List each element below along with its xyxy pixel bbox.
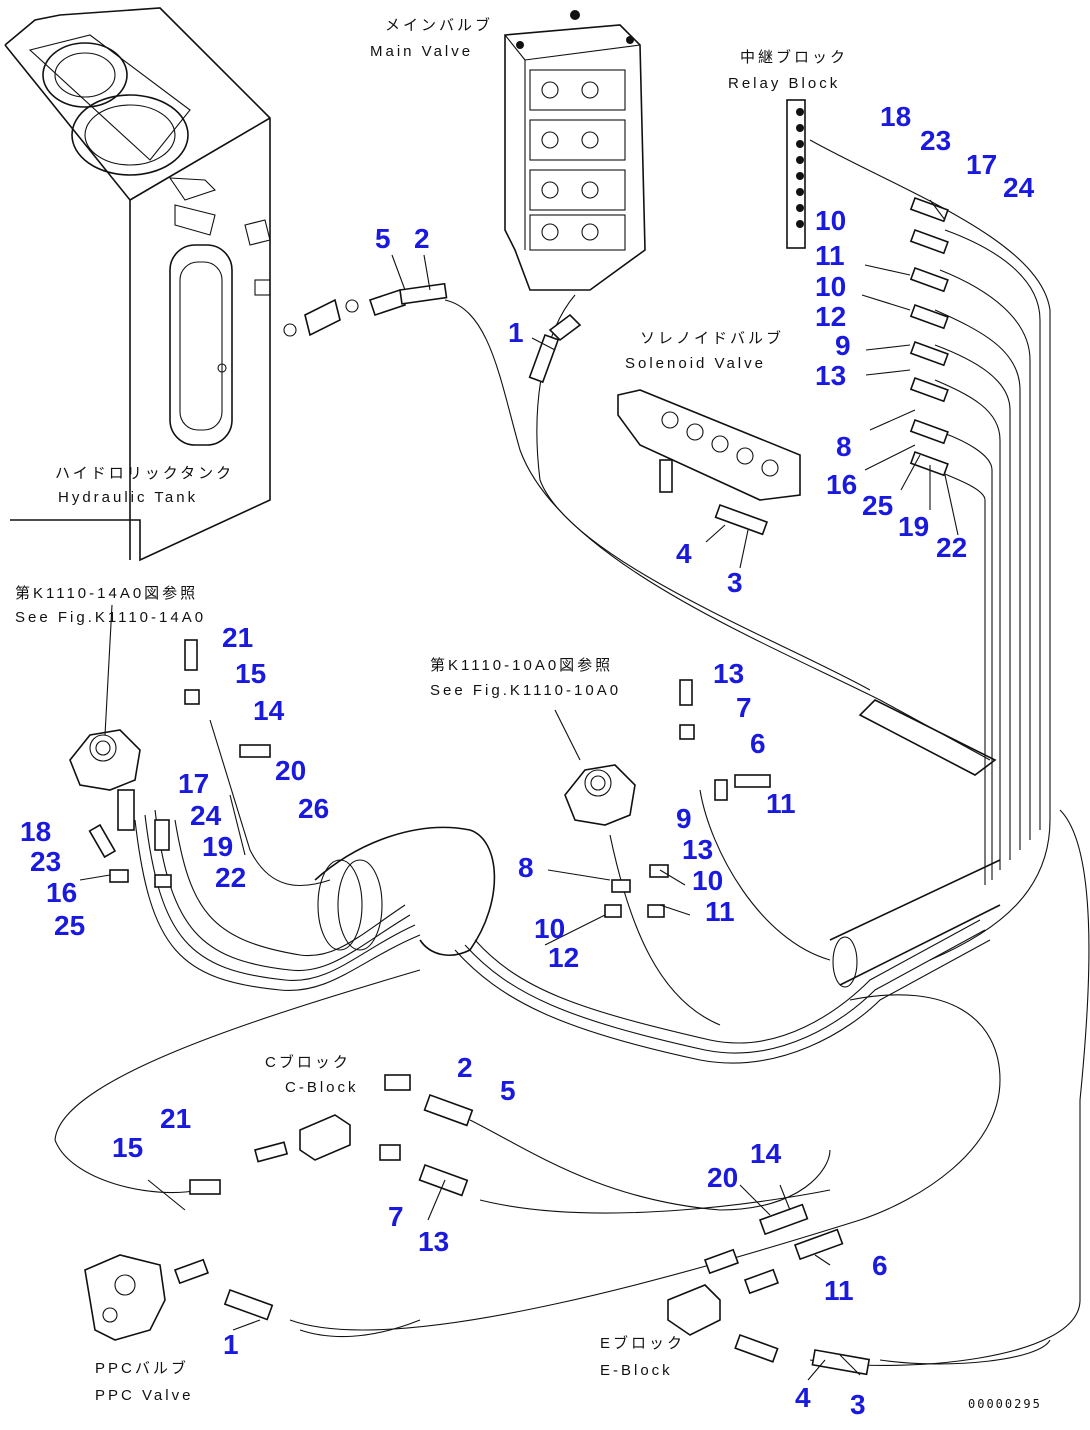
callout-16-a: 16 [826, 469, 857, 500]
callout-5-b: 5 [500, 1075, 516, 1106]
c-block-label-en: C-Block [285, 1079, 359, 1096]
callout-6-b: 6 [872, 1250, 888, 1281]
callout-24-a: 24 [1003, 172, 1035, 203]
callout-8-b: 8 [518, 852, 534, 883]
part-callouts: 5 2 1 18 23 17 24 10 11 10 12 9 13 8 16 … [20, 101, 1035, 1420]
callout-12-b: 12 [548, 942, 579, 973]
callout-19-b: 19 [202, 831, 233, 862]
callout-3-a: 3 [727, 567, 743, 598]
callout-11-d: 11 [824, 1275, 854, 1306]
main-valve-label-en: Main Valve [370, 43, 473, 60]
ppc-valve-label-jp: PPCバルブ [95, 1359, 189, 1377]
fittings [88, 196, 949, 1376]
ppc-valve-label-en: PPC Valve [95, 1387, 193, 1404]
callout-4-a: 4 [676, 538, 692, 569]
solenoid-valve-label-en: Solenoid Valve [625, 355, 766, 372]
see-fig-center-en: See Fig.K1110-10A0 [430, 682, 621, 699]
callout-13-c: 13 [682, 834, 713, 865]
callout-9-a: 9 [835, 330, 851, 361]
callout-1-a: 1 [508, 317, 524, 348]
center-pedal-valve [564, 764, 636, 826]
hydraulic-tank-label-jp: ハイドロリックタンク [55, 465, 234, 482]
callout-2-b: 2 [457, 1052, 473, 1083]
callout-1-b: 1 [223, 1329, 239, 1360]
e-block-label-jp: Eブロック [600, 1334, 685, 1352]
hose-clamp [314, 826, 1001, 988]
figure-code: 00000295 [968, 1397, 1042, 1411]
e-block-label-en: E-Block [600, 1362, 673, 1379]
solenoid-valve [617, 389, 801, 501]
c-block [299, 1114, 351, 1161]
see-fig-center-jp: 第K1110-10A0図参照 [430, 656, 613, 674]
callout-17-b: 17 [178, 768, 209, 799]
callout-7-a: 7 [736, 692, 752, 723]
callout-5-a: 5 [375, 223, 391, 254]
callout-14-b: 14 [750, 1138, 782, 1169]
callout-15-b: 15 [112, 1132, 143, 1163]
left-pedal-valve [69, 729, 141, 831]
see-fig-left-jp: 第K1110-14A0図参照 [15, 584, 198, 602]
relay-block-label-jp: 中継ブロック [740, 48, 848, 66]
callout-13-b: 13 [713, 658, 744, 689]
hose-lines [54, 139, 1090, 1366]
callout-25-a: 25 [862, 490, 893, 521]
callout-26: 26 [298, 793, 329, 824]
callout-11-a: 11 [815, 240, 845, 271]
callout-10-c: 10 [692, 865, 723, 896]
relay-block-label-en: Relay Block [728, 75, 840, 92]
hydraulic-tank-label-en: Hydraulic Tank [58, 489, 198, 506]
relay-block [786, 99, 806, 249]
callout-25-b: 25 [54, 910, 85, 941]
callout-10-b: 10 [815, 271, 846, 302]
callout-18-a: 18 [880, 101, 911, 132]
callout-16-b: 16 [46, 877, 77, 908]
callout-7-b: 7 [388, 1201, 404, 1232]
see-fig-left-en: See Fig.K1110-14A0 [15, 609, 206, 626]
callout-3-b: 3 [850, 1389, 866, 1420]
c-block-label-jp: Cブロック [265, 1053, 351, 1071]
callout-21-b: 21 [160, 1103, 191, 1134]
callout-20-b: 20 [707, 1162, 738, 1193]
callout-9-b: 9 [676, 803, 692, 834]
hydraulic-tank [4, 7, 271, 562]
callout-23-a: 23 [920, 125, 951, 156]
leader-lines [79, 199, 959, 1381]
callout-19-a: 19 [898, 511, 929, 542]
callout-4-b: 4 [795, 1382, 811, 1413]
main-valve [504, 10, 646, 291]
callout-14-a: 14 [253, 695, 285, 726]
callout-11-c: 11 [705, 896, 735, 927]
callout-18-b: 18 [20, 816, 51, 847]
callout-22-b: 22 [215, 862, 246, 893]
callout-10-a: 10 [815, 205, 846, 236]
main-valve-label-jp: メインバルブ [385, 16, 493, 34]
ppc-valve [84, 1254, 166, 1341]
callout-24-b: 24 [190, 800, 222, 831]
callout-23-b: 23 [30, 846, 61, 877]
callout-20-a: 20 [275, 755, 306, 786]
callout-22-a: 22 [936, 532, 967, 563]
callout-12-a: 12 [815, 301, 846, 332]
component-labels: メインバルブ Main Valve 中継ブロック Relay Block ソレノ… [15, 16, 1042, 1411]
callout-13-d: 13 [418, 1226, 449, 1257]
callout-8-a: 8 [836, 431, 852, 462]
callout-10-d: 10 [534, 913, 565, 944]
e-block [667, 1284, 721, 1336]
callout-11-b: 11 [766, 788, 796, 819]
callout-15-a: 15 [235, 658, 266, 689]
solenoid-valve-label-jp: ソレノイドバルブ [640, 329, 784, 347]
callout-21-a: 21 [222, 622, 253, 653]
callout-2-a: 2 [414, 223, 430, 254]
callout-13-a: 13 [815, 360, 846, 391]
callout-6-a: 6 [750, 728, 766, 759]
callout-17-a: 17 [966, 149, 997, 180]
